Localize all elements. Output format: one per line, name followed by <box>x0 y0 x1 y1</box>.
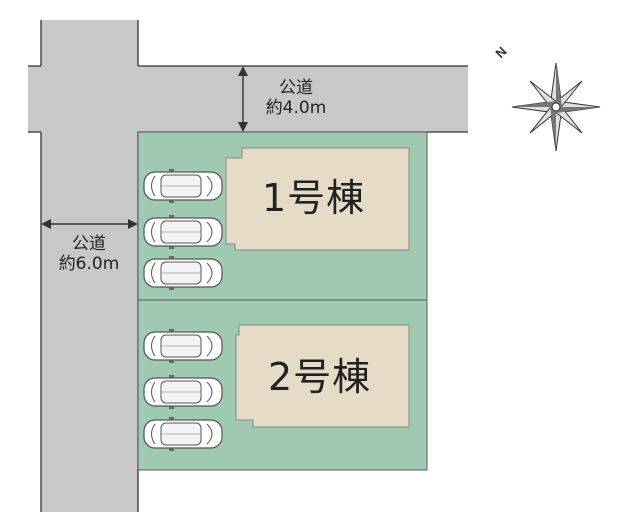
west-road-width: 約6.0m <box>58 254 120 274</box>
west-road-label: 公道 約6.0m <box>44 234 134 274</box>
car-icon <box>143 329 223 363</box>
road-north <box>28 66 468 132</box>
north-road-label: 公道 約4.0m <box>256 78 336 118</box>
north-road-width: 約4.0m <box>265 98 327 118</box>
car-icon <box>143 215 223 249</box>
car-icon <box>143 375 223 409</box>
car-icon <box>143 256 223 290</box>
building-2-footprint <box>235 324 410 428</box>
compass-rose-icon <box>511 62 601 152</box>
dimension-west-road <box>41 219 138 229</box>
building-1-footprint <box>225 147 410 251</box>
building-2-label: 2号棟 <box>268 355 372 399</box>
car-icon <box>143 169 223 203</box>
west-road-name: 公道 <box>72 234 106 254</box>
building-1-label: 1号棟 <box>262 176 366 220</box>
dimension-north-road <box>238 66 248 132</box>
parking-area <box>143 169 223 451</box>
compass-north-label: N <box>492 44 509 61</box>
car-icon <box>143 417 223 451</box>
north-road-name: 公道 <box>279 78 313 98</box>
